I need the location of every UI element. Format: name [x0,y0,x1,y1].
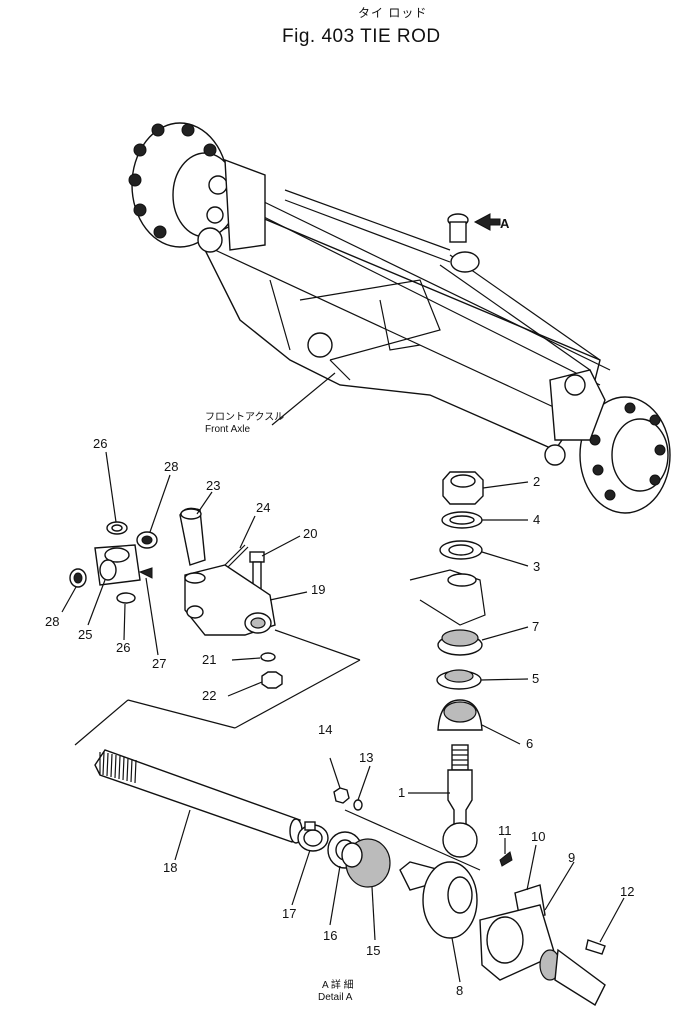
part-number-14: 14 [318,722,332,737]
part-number-18: 18 [163,860,177,875]
title-japanese: タイ ロッド [358,6,428,20]
part-number-2: 2 [533,474,540,489]
part-number-20: 20 [303,526,317,541]
part-number-26-upper: 26 [93,436,107,451]
part-number-labels: 2 4 3 7 5 6 1 26 28 23 24 20 19 28 25 26… [45,436,634,1003]
right-leaders [408,481,529,794]
tie-rod-end-assembly [61,451,308,697]
front-axle-label-en: Front Axle [205,424,250,435]
title-english: Fig. 403 TIE ROD [282,26,441,47]
ball-joint-stack [409,471,486,858]
part-number-16: 16 [323,928,337,943]
detail-a-label-en: Detail A [318,992,353,1003]
part-number-7: 7 [532,619,539,634]
part-number-13: 13 [359,750,373,765]
part-number-21: 21 [202,652,216,667]
part-number-10: 10 [531,829,545,844]
part-number-5: 5 [532,671,539,686]
left-wheel-hub [128,122,266,253]
part-number-28-upper: 28 [164,459,178,474]
part-number-11: 11 [498,823,512,838]
right-wheel-hub [549,369,671,514]
tie-rod-tube [94,749,303,861]
assembly-lines [74,629,481,871]
front-axle-assembly: A フロントアクスル Front Axle [128,122,671,514]
part-number-4: 4 [533,512,540,527]
part-number-24: 24 [256,500,270,515]
part-number-17: 17 [282,906,296,921]
front-axle-label-jp: フロントアクスル [205,411,284,423]
part-number-23: 23 [206,478,220,493]
part-number-12: 12 [620,884,634,899]
part-number-6: 6 [526,736,533,751]
part-number-22: 22 [202,688,216,703]
detail-a-label-jp: A 詳 細 [322,978,354,991]
part-number-15: 15 [366,943,380,958]
detail-a-assembly [291,757,625,1007]
part-number-28-left: 28 [45,614,59,629]
arrow-a-label: A [500,216,510,231]
part-number-1: 1 [398,785,405,800]
part-number-8: 8 [456,983,463,998]
part-number-27: 27 [152,656,166,671]
part-number-26-lower: 26 [116,640,130,655]
part-number-19: 19 [311,582,325,597]
part-number-25: 25 [78,627,92,642]
part-number-9: 9 [568,850,575,865]
part-number-3: 3 [533,559,540,574]
